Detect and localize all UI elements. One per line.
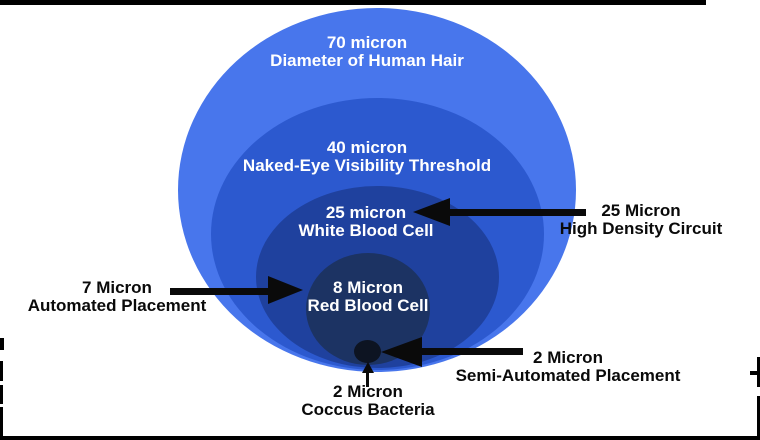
arrow-head-right-icon	[268, 276, 303, 304]
label-40-micron: 40 micron Naked-Eye Visibility Threshold	[243, 139, 491, 175]
arrow-line	[448, 209, 586, 216]
arrow-head-left-icon	[381, 337, 422, 367]
frame-right-tick	[750, 371, 760, 375]
callout-size: 25 Micron	[601, 201, 681, 220]
label-size: 25 micron	[325, 203, 407, 222]
label-25-micron: 25 micron White Blood Cell	[298, 204, 433, 240]
callout-size: 2 Micron	[333, 382, 403, 401]
arrow-head-left-icon	[413, 198, 450, 226]
label-name: Red Blood Cell	[307, 296, 429, 315]
label-8-micron: 8 Micron Red Blood Cell	[308, 279, 429, 315]
frame-left-segment	[0, 385, 3, 404]
callout-size: 2 Micron	[533, 348, 603, 367]
frame-left-segment	[0, 338, 4, 350]
arrow-line	[366, 371, 369, 387]
callout-high-density-circuit: 25 Micron High Density Circuit	[560, 202, 722, 238]
callout-name: Coccus Bacteria	[301, 400, 435, 419]
circle-2-micron-coccus-dot	[354, 340, 381, 363]
frame-top-bar	[0, 0, 706, 5]
arrow-line	[421, 348, 523, 355]
callout-name: Semi-Automated Placement	[455, 366, 681, 385]
label-70-micron: 70 micron Diameter of Human Hair	[270, 34, 464, 70]
callout-automated-placement: 7 Micron Automated Placement	[28, 279, 207, 315]
arrow-head-up-icon	[362, 362, 374, 373]
frame-left-segment	[0, 361, 3, 381]
frame-right-segment	[757, 396, 760, 436]
callout-size: 7 Micron	[82, 278, 152, 297]
label-name: Diameter of Human Hair	[270, 51, 464, 70]
label-size: 40 micron	[326, 138, 408, 157]
label-name: White Blood Cell	[298, 221, 434, 240]
callout-name: Automated Placement	[27, 296, 207, 315]
label-size: 8 Micron	[333, 278, 403, 297]
frame-bottom-bar	[0, 436, 760, 440]
frame-left-segment	[0, 407, 3, 436]
callout-name: High Density Circuit	[559, 219, 723, 238]
callout-coccus-bacteria: 2 Micron Coccus Bacteria	[301, 383, 434, 419]
arrow-line	[170, 288, 272, 295]
label-name: Naked-Eye Visibility Threshold	[242, 156, 492, 175]
callout-semi-automated-placement: 2 Micron Semi-Automated Placement	[456, 349, 681, 385]
label-size: 70 micron	[326, 33, 408, 52]
